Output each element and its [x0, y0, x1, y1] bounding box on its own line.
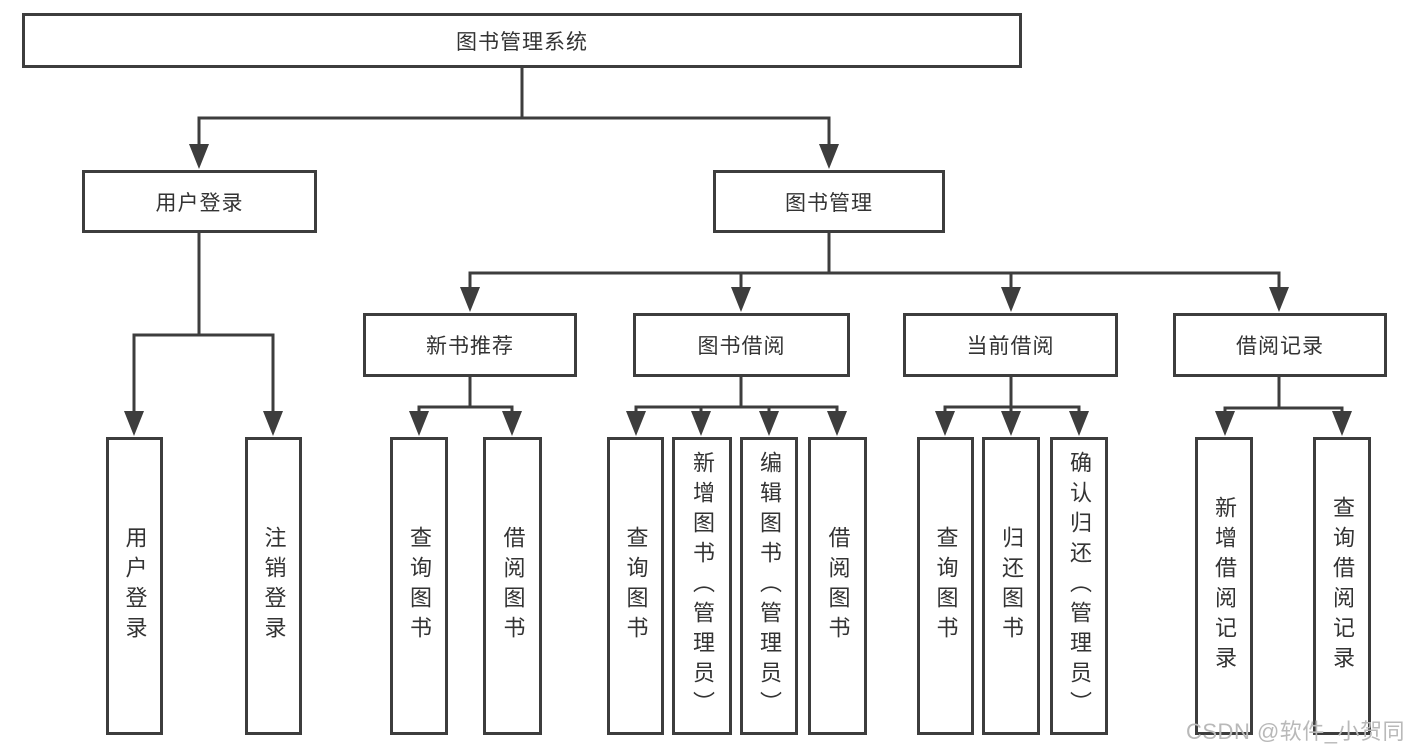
- watermark: CSDN @软件_小贺同学: [1186, 719, 1405, 744]
- connector-root-branch: [197, 116, 831, 146]
- leaf-confirm-return-admin-label: 确认归还（管理员）: [1067, 451, 1092, 721]
- node-book-borrow-label: 图书借阅: [697, 335, 786, 358]
- node-user-login-label: 用户登录: [155, 191, 244, 215]
- leaf-edit-book-admin: 编辑图书（管理员）: [740, 437, 798, 735]
- arrowhead-leaf: [409, 411, 429, 436]
- arrowhead-borrow-records: [1269, 287, 1289, 312]
- leaf-borrow-books-2: 借阅图书: [808, 437, 867, 735]
- leaf-return-books: 归还图书: [982, 437, 1040, 735]
- leaf-query-books-2: 查询图书: [607, 437, 664, 735]
- node-user-login: 用户登录: [82, 170, 317, 233]
- connector-current-borrow-branch: [943, 405, 1081, 413]
- leaf-query-books-3-label: 查询图书: [933, 526, 959, 646]
- arrowhead-leaf: [827, 411, 847, 436]
- arrowhead-leaf: [1332, 411, 1352, 436]
- arrowhead-leaf: [1001, 411, 1021, 436]
- leaf-add-borrow-record: 新增借阅记录: [1195, 437, 1253, 735]
- arrowhead-book-borrow: [731, 287, 751, 312]
- leaf-add-book-admin: 新增图书（管理员）: [672, 437, 732, 735]
- node-book-borrow: 图书借阅: [633, 313, 850, 377]
- leaf-confirm-return-admin: 确认归还（管理员）: [1050, 437, 1108, 735]
- leaf-query-books-3: 查询图书: [917, 437, 974, 735]
- node-new-book-recommend-label: 新书推荐: [426, 335, 514, 358]
- connector-user-login-branch: [132, 333, 275, 413]
- arrowhead-book-management: [819, 144, 839, 169]
- leaf-query-books-2-label: 查询图书: [623, 526, 649, 646]
- node-book-management-label: 图书管理: [785, 191, 873, 215]
- arrowhead-leaf: [263, 411, 283, 436]
- leaf-add-borrow-record-label: 新增借阅记录: [1212, 496, 1237, 676]
- arrowhead-leaf: [1069, 411, 1089, 436]
- connector-new-books-branch: [417, 405, 514, 413]
- connector-borrow-records-branch: [1223, 406, 1344, 413]
- leaf-borrow-books-2-label: 借阅图书: [825, 526, 851, 646]
- node-current-borrow-label: 当前借阅: [966, 335, 1055, 358]
- arrowhead-leaf: [759, 411, 779, 436]
- arrowhead-user-login: [189, 144, 209, 169]
- arrowhead-leaf: [1215, 411, 1235, 436]
- connector-book-management-branch: [468, 271, 1281, 289]
- node-borrow-records: 借阅记录: [1173, 313, 1387, 377]
- node-borrow-records-label: 借阅记录: [1236, 335, 1324, 358]
- arrowhead-leaf: [935, 411, 955, 436]
- leaf-borrow-books-1: 借阅图书: [483, 437, 542, 735]
- leaf-add-book-admin-label: 新增图书（管理员）: [690, 451, 715, 721]
- leaf-query-books-1: 查询图书: [390, 437, 448, 735]
- leaf-query-borrow-record-label: 查询借阅记录: [1330, 496, 1355, 676]
- arrowhead-leaf: [124, 411, 144, 436]
- node-new-book-recommend: 新书推荐: [363, 313, 577, 377]
- arrowhead-leaf: [626, 411, 646, 436]
- leaf-return-books-label: 归还图书: [999, 526, 1024, 646]
- node-book-management: 图书管理: [713, 170, 945, 233]
- arrowhead-new-books: [460, 287, 480, 312]
- leaf-borrow-books-1-label: 借阅图书: [500, 526, 526, 646]
- node-library-system: 图书管理系统: [22, 13, 1022, 68]
- arrowhead-current-borrow: [1001, 287, 1021, 312]
- connector-book-borrow-branch: [634, 405, 839, 413]
- arrowhead-leaf: [502, 411, 522, 436]
- leaf-user-login: 用户登录: [106, 437, 163, 735]
- node-current-borrow: 当前借阅: [903, 313, 1118, 377]
- leaf-user-login-label: 用户登录: [122, 526, 148, 646]
- leaf-query-books-1-label: 查询图书: [407, 526, 432, 646]
- arrowhead-leaf: [691, 411, 711, 436]
- leaf-query-borrow-record: 查询借阅记录: [1313, 437, 1371, 735]
- leaf-logout: 注销登录: [245, 437, 302, 735]
- node-library-system-label: 图书管理系统: [456, 30, 588, 54]
- leaf-edit-book-admin-label: 编辑图书（管理员）: [757, 451, 782, 721]
- leaf-logout-label: 注销登录: [261, 526, 287, 646]
